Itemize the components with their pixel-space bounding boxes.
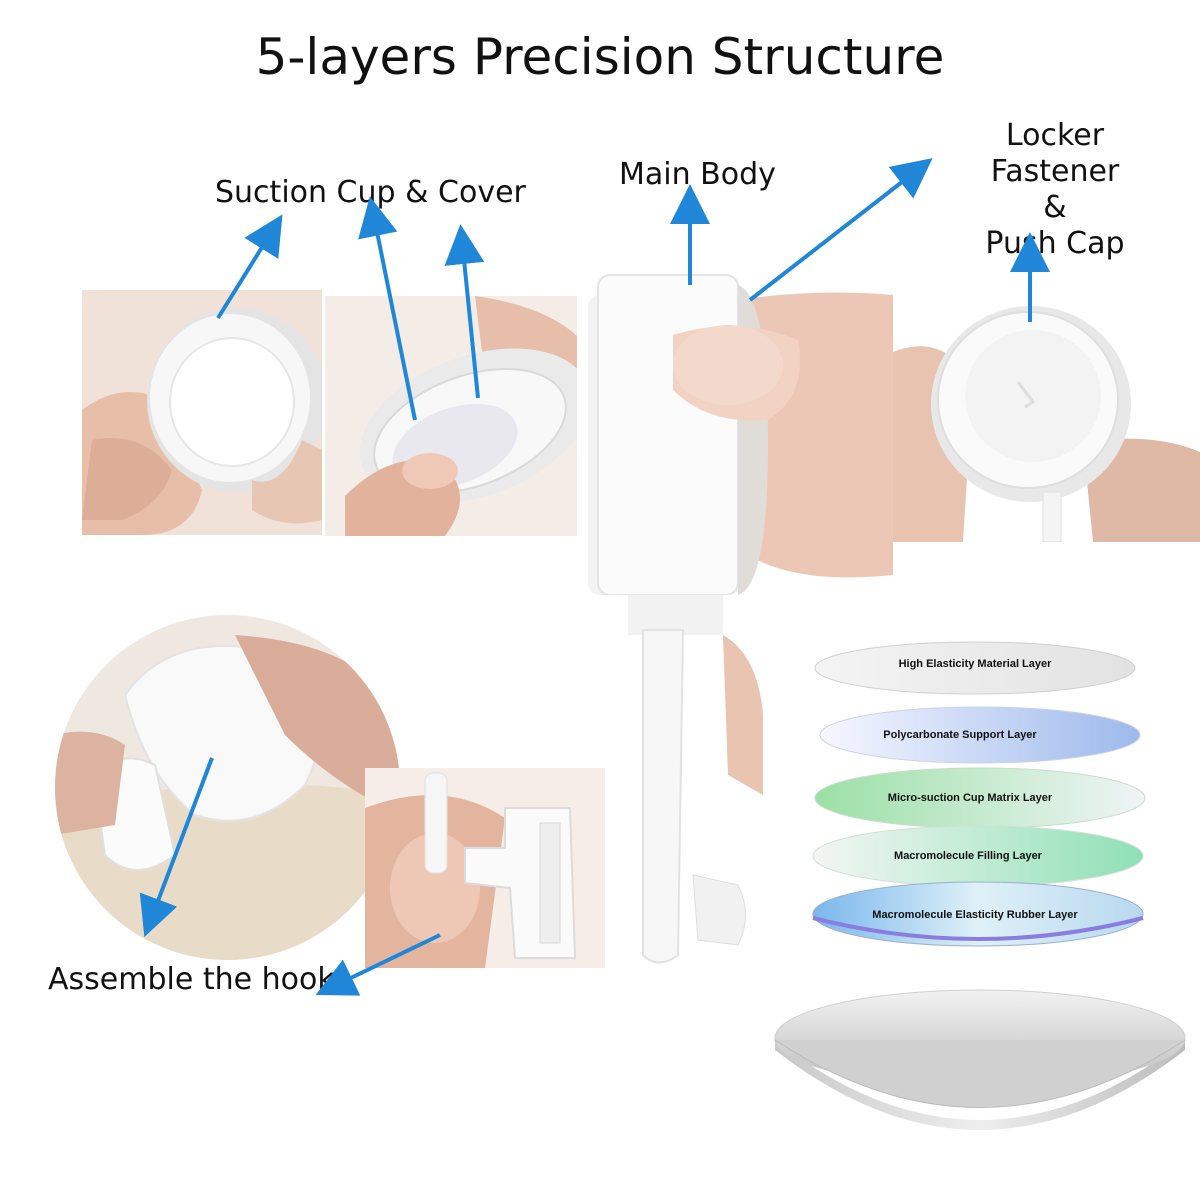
photo-hook-stem xyxy=(598,595,768,975)
photo-suction-cup-in-hand xyxy=(82,290,322,535)
layer-4: Macromolecule Filling Layer xyxy=(812,825,1144,887)
layer-3-label: Micro-suction Cup Matrix Layer xyxy=(888,792,1053,804)
callout-assemble-hook: Assemble the hook xyxy=(48,962,335,997)
photo-suction-cover xyxy=(325,296,577,536)
photo-assemble-circle xyxy=(55,615,400,960)
callout-locker-line3: Push Cap xyxy=(985,226,1125,261)
layer-1-label: High Elasticity Material Layer xyxy=(899,658,1053,670)
callout-suction-cup: Suction Cup & Cover xyxy=(215,175,526,210)
suction-disk xyxy=(774,989,1186,1130)
page-title: 5-layers Precision Structure xyxy=(255,28,945,86)
callout-locker-fastener: Locker Fastener & Push Cap xyxy=(940,118,1170,262)
layer-stack-diagram: High Elasticity Material Layer Polycarbo… xyxy=(812,641,1146,947)
layer-3: Micro-suction Cup Matrix Layer xyxy=(814,767,1146,829)
callout-main-body: Main Body xyxy=(619,157,776,192)
layer-2: Polycarbonate Support Layer xyxy=(819,706,1141,764)
layer-2-label: Polycarbonate Support Layer xyxy=(883,729,1037,741)
callout-locker-line1: Locker Fastener xyxy=(990,118,1120,189)
layer-4-label: Macromolecule Filling Layer xyxy=(894,850,1043,862)
layer-5: Macromolecule Elasticity Rubber Layer xyxy=(812,881,1144,947)
callout-locker-line2: & xyxy=(1043,190,1067,225)
photo-hook-insert xyxy=(365,768,605,968)
layer-5-label: Macromolecule Elasticity Rubber Layer xyxy=(872,909,1078,921)
photo-main-body xyxy=(578,255,893,600)
photo-push-cap xyxy=(893,292,1200,542)
layer-1: High Elasticity Material Layer xyxy=(814,641,1136,695)
